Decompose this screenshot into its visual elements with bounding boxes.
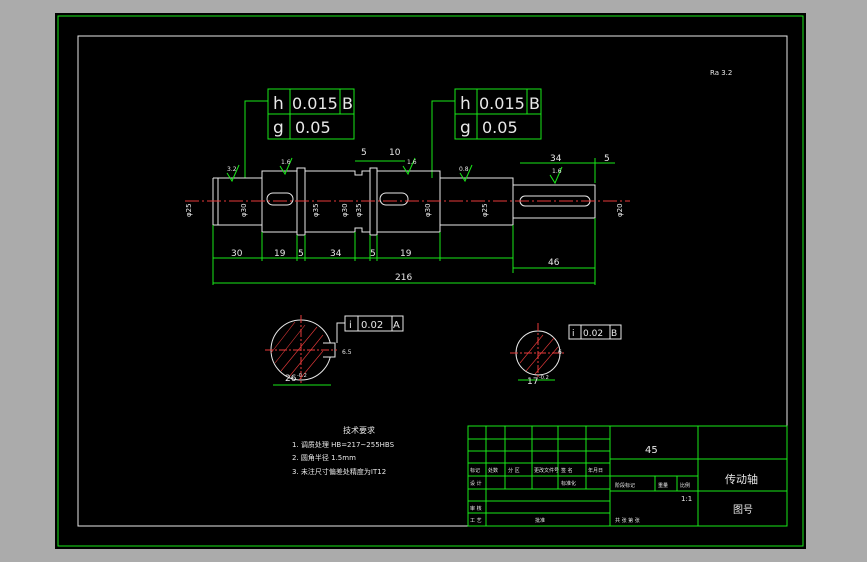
svg-text:216: 216 [395, 273, 412, 283]
svg-text:签 名: 签 名 [561, 467, 573, 474]
inner-border [77, 35, 788, 527]
svg-text:5: 5 [361, 148, 367, 158]
title-block: 45 传动轴 图号 1:1 标记 处数 分 区 更改文件号 签 名 年月日 设 … [467, 425, 788, 527]
svg-text:0.05: 0.05 [295, 118, 331, 137]
svg-text:1.6: 1.6 [552, 168, 562, 175]
svg-text:图号: 图号 [733, 504, 753, 516]
svg-text:φ25: φ25 [481, 203, 489, 217]
svg-text:30: 30 [231, 249, 243, 259]
svg-text:φ30: φ30 [240, 203, 248, 217]
svg-text:i: i [572, 329, 575, 339]
svg-text:φ30: φ30 [341, 203, 349, 217]
svg-text:审 核: 审 核 [470, 505, 482, 512]
svg-text:5: 5 [298, 249, 304, 259]
drawing-sheet: Ra 3.2 h 0.015 B g 0.05 h 0.015 B g 0.05 [55, 13, 806, 549]
svg-text:g: g [273, 118, 284, 138]
svg-text:更改文件号: 更改文件号 [534, 467, 559, 474]
shaft-outline [185, 167, 630, 236]
tolerance-frame-1: h 0.015 B g 0.05 [244, 88, 355, 178]
svg-text:19: 19 [274, 249, 286, 259]
roughness-note: Ra 3.2 [710, 69, 732, 77]
svg-text:标准化: 标准化 [561, 480, 576, 487]
svg-text:标记: 标记 [470, 467, 480, 474]
technical-notes: 技术要求 1. 调质处理 HB=217~255HBS 2. 圆角半径 1.5mm… [292, 425, 395, 476]
svg-text:3.2: 3.2 [227, 166, 237, 173]
bottom-dimensions: 30 19 5 34 5 19 46 216 [212, 218, 596, 285]
svg-text:26: 26 [285, 374, 297, 384]
svg-text:10: 10 [389, 148, 401, 158]
svg-text:34: 34 [330, 249, 342, 259]
svg-text:分 区: 分 区 [508, 467, 520, 474]
svg-text:设 计: 设 计 [470, 480, 482, 487]
svg-text:1:1: 1:1 [681, 495, 692, 503]
svg-text:0.015: 0.015 [479, 94, 525, 113]
svg-text:46: 46 [548, 258, 560, 268]
svg-text:0.02: 0.02 [583, 329, 603, 339]
svg-text:1.6: 1.6 [407, 159, 417, 166]
svg-text:φ25: φ25 [185, 203, 193, 217]
svg-text:h: h [460, 94, 471, 114]
svg-text:0.02: 0.02 [361, 320, 383, 331]
svg-text:0.05: 0.05 [482, 118, 518, 137]
svg-text:重量: 重量 [658, 482, 668, 489]
svg-text:传动轴: 传动轴 [725, 472, 758, 486]
svg-text:处数: 处数 [488, 467, 498, 474]
svg-text:i: i [349, 320, 352, 331]
cad-drawing: Ra 3.2 h 0.015 B g 0.05 h 0.015 B g 0.05 [57, 15, 804, 547]
svg-text:6: 6 [558, 349, 562, 356]
diameter-labels: φ25 φ30 φ35 φ30 φ35 φ30 φ25 φ20 [185, 203, 624, 217]
svg-text:φ35: φ35 [355, 203, 363, 217]
svg-text:B: B [611, 329, 617, 339]
svg-text:φ20: φ20 [616, 203, 624, 217]
svg-text:h: h [273, 94, 284, 114]
section-a: i 0.02 A 6.5 26 -0.2 [265, 315, 404, 386]
svg-text:阶段标记: 阶段标记 [615, 482, 635, 489]
svg-text:5: 5 [370, 249, 376, 259]
svg-text:0.015: 0.015 [292, 94, 338, 113]
svg-text:比例: 比例 [680, 482, 690, 489]
svg-text:2. 圆角半径 1.5mm: 2. 圆角半径 1.5mm [292, 453, 356, 462]
top-dimensions: 5 10 34 5 [355, 148, 615, 183]
svg-text:45: 45 [645, 445, 658, 456]
svg-text:g: g [460, 118, 471, 138]
svg-text:3. 未注尺寸偏差处精度为IT12: 3. 未注尺寸偏差处精度为IT12 [292, 467, 386, 476]
outer-border [57, 15, 804, 547]
svg-text:0.8: 0.8 [459, 166, 469, 173]
keyway-2 [379, 192, 409, 206]
svg-text:技术要求: 技术要求 [343, 425, 375, 435]
tolerance-frame-2: h 0.015 B g 0.05 [431, 88, 542, 178]
svg-text:共 张 第 张: 共 张 第 张 [615, 517, 640, 524]
svg-text:1.6: 1.6 [281, 159, 291, 166]
svg-text:A: A [393, 320, 400, 331]
svg-text:-0.2: -0.2 [297, 373, 307, 379]
svg-text:φ30: φ30 [424, 203, 432, 217]
svg-text:年月日: 年月日 [588, 467, 603, 474]
svg-text:φ35: φ35 [312, 203, 320, 217]
svg-text:-0.2: -0.2 [539, 375, 549, 381]
svg-text:B: B [342, 94, 353, 113]
svg-text:批准: 批准 [535, 517, 545, 524]
svg-text:34: 34 [550, 154, 562, 164]
svg-text:工 艺: 工 艺 [470, 518, 482, 524]
svg-text:19: 19 [400, 249, 412, 259]
svg-text:5: 5 [604, 154, 610, 164]
keyway-1 [266, 192, 294, 206]
svg-text:B: B [529, 94, 540, 113]
section-b: i 0.02 B 6 17 -0.2 [510, 323, 622, 387]
roughness-marks: 3.2 1.6 1.6 1.6 0.8 [226, 157, 563, 185]
svg-text:1. 调质处理 HB=217~255HBS: 1. 调质处理 HB=217~255HBS [292, 440, 395, 449]
svg-text:6.5: 6.5 [342, 349, 352, 356]
svg-text:17: 17 [527, 377, 538, 387]
